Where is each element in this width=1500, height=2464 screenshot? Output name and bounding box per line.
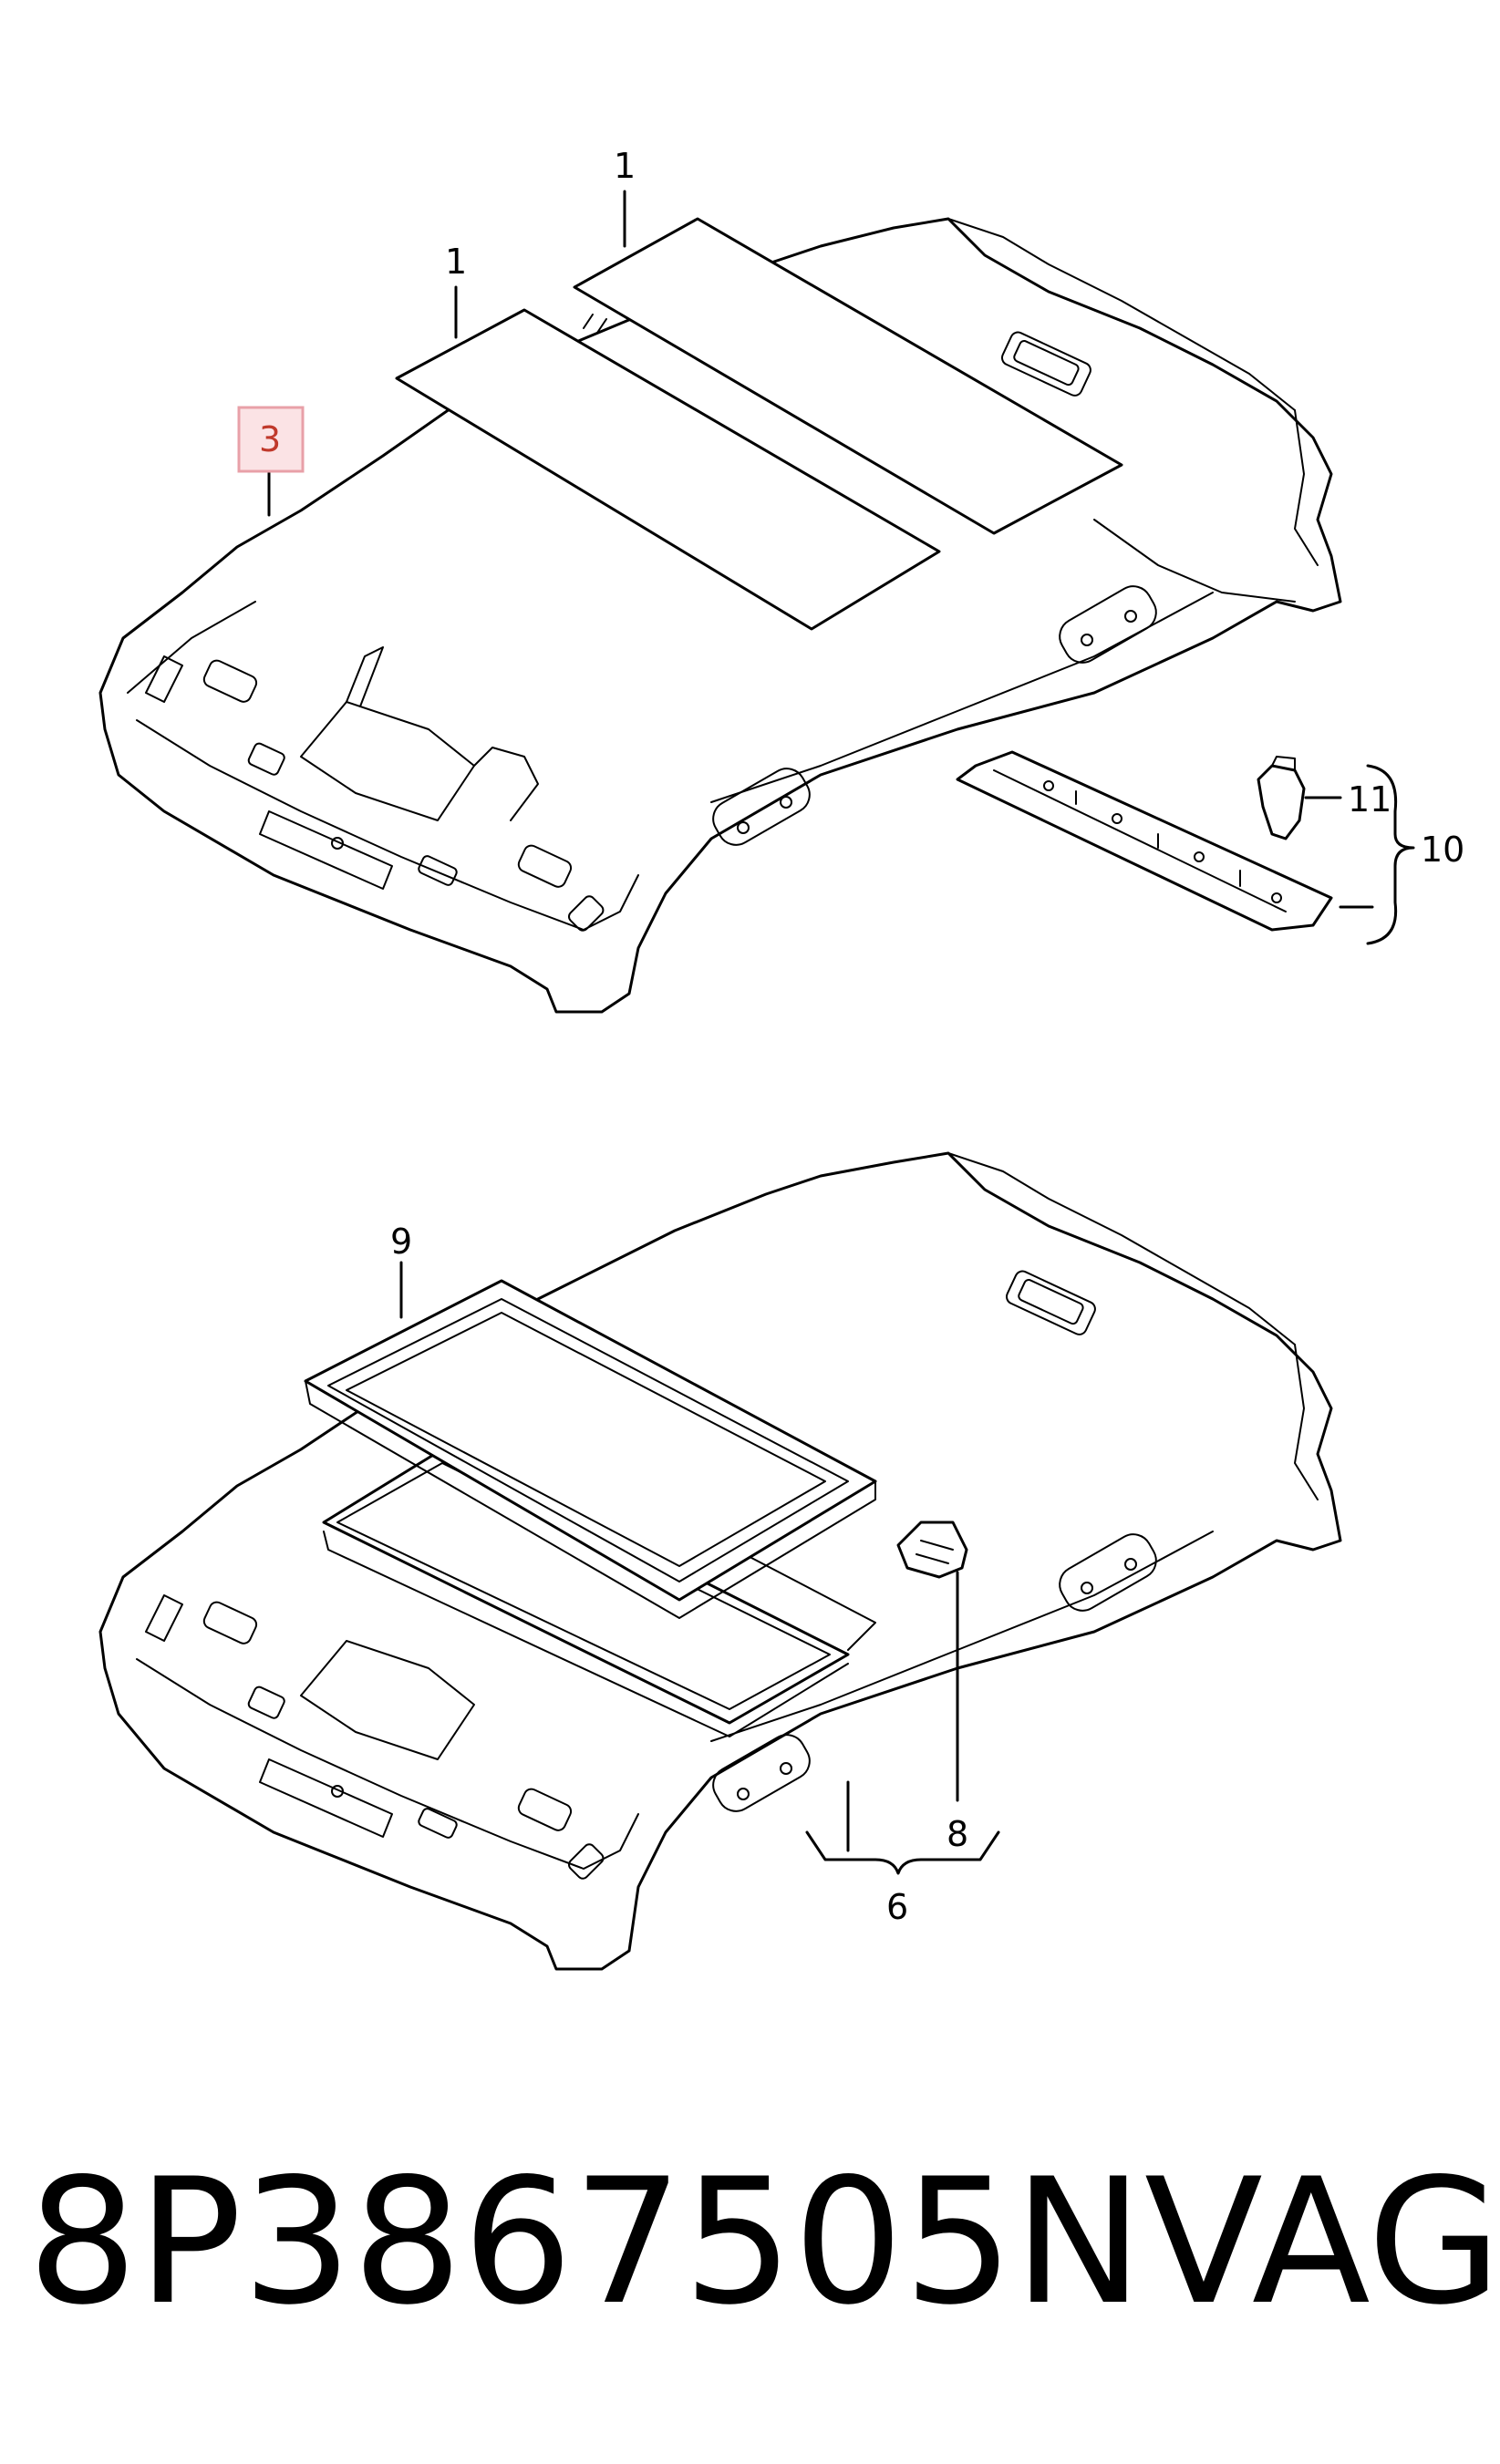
trim-strip (956, 750, 1333, 932)
callout-3: 3 (259, 419, 281, 459)
brand-label: VAG (1144, 2141, 1500, 2343)
callout-1-right: 1 (614, 146, 636, 186)
headliner-top (98, 217, 1342, 1014)
callout-10: 10 (1421, 830, 1464, 870)
callout-3-highlight-box (237, 406, 305, 473)
callouts: 1 1 3 11 10 9 8 6 (237, 146, 1464, 1927)
callout-8: 8 (947, 1814, 968, 1854)
footer: 8P3867505N VAG (27, 2129, 1500, 2356)
clip-part (1257, 756, 1306, 840)
sunroof-seal-frame (304, 1279, 877, 1619)
callout-9: 9 (390, 1222, 412, 1262)
callout-6: 6 (886, 1887, 908, 1927)
part-number: 8P3867505N (27, 2141, 1143, 2343)
leader-lines (267, 190, 1415, 1875)
callout-1-left: 1 (445, 242, 467, 282)
callout-11: 11 (1348, 779, 1391, 820)
